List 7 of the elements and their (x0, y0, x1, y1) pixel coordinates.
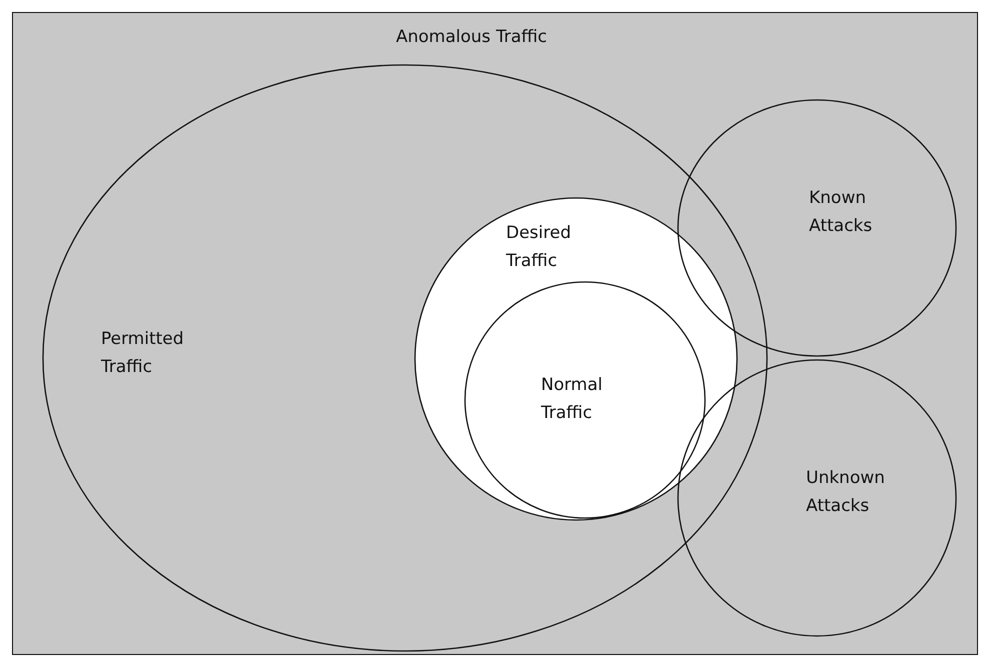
set-label: Normal Traffic (541, 374, 604, 425)
set-label: Known Attacks (809, 187, 874, 238)
set-label: Anomalous Traffic (396, 26, 548, 49)
set-label: Permitted Traffic (101, 328, 185, 379)
set-rectangle (12, 12, 978, 655)
set-label: Desired Traffic (506, 222, 572, 273)
set-label: Unknown Attacks (806, 467, 886, 518)
